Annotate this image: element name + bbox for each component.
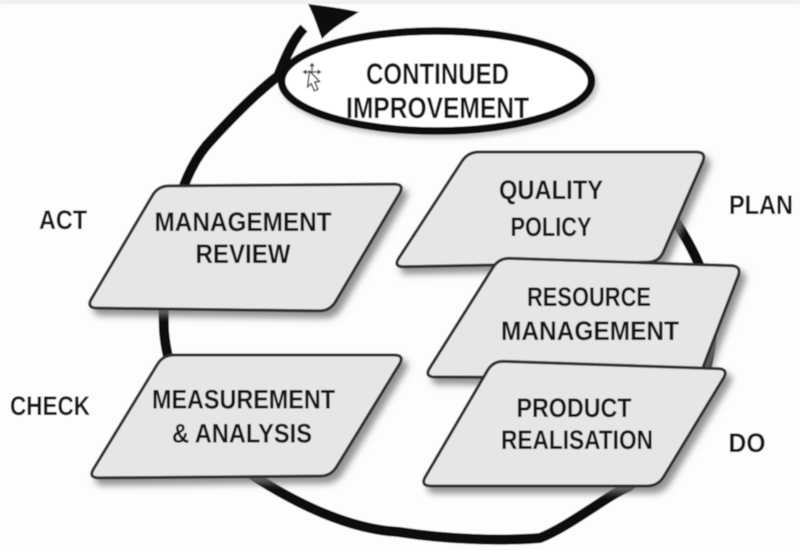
svg-text:IMPROVEMENT: IMPROVEMENT [346, 92, 529, 125]
svg-text:PRODUCT: PRODUCT [517, 393, 632, 423]
svg-text:REVIEW: REVIEW [196, 239, 291, 269]
svg-text:REALISATION: REALISATION [501, 425, 653, 455]
svg-text:PLAN: PLAN [729, 190, 793, 220]
svg-text:CONTINUED: CONTINUED [366, 58, 509, 91]
svg-text:DO: DO [729, 428, 766, 458]
svg-text:MANAGEMENT: MANAGEMENT [501, 316, 679, 346]
svg-text:QUALITY: QUALITY [499, 175, 603, 205]
svg-text:POLICY: POLICY [511, 212, 592, 242]
svg-text:CHECK: CHECK [10, 391, 90, 421]
svg-text:ACT: ACT [39, 205, 87, 235]
svg-text:MANAGEMENT: MANAGEMENT [155, 207, 332, 237]
svg-text:RESOURCE: RESOURCE [527, 282, 651, 312]
svg-text:MEASUREMENT: MEASUREMENT [152, 385, 335, 415]
svg-text:& ANALYSIS: & ANALYSIS [172, 419, 312, 449]
